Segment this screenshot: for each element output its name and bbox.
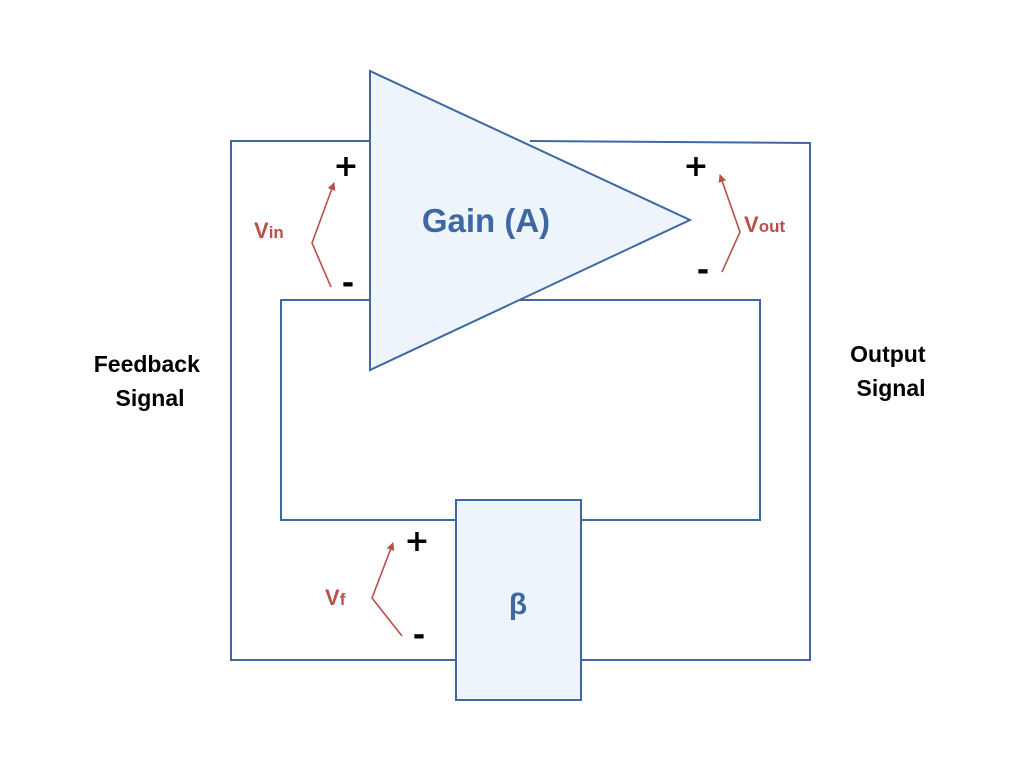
- vf-arrow: [371, 542, 403, 637]
- vin-plus-sign: +: [333, 149, 358, 184]
- vf-label: Vf: [325, 585, 346, 610]
- vin-minus-sign: -: [342, 266, 354, 301]
- inner-loop-wire-left: [280, 299, 456, 521]
- output-signal-label: Output Signal: [850, 341, 932, 401]
- outer-loop-wire: [230, 140, 456, 661]
- amplifier-label: Gain (A): [422, 202, 550, 239]
- vout-plus-sign: +: [683, 149, 708, 184]
- output-loop-wire: [529, 140, 811, 661]
- feedback-label: β: [509, 588, 527, 621]
- vin-label: Vin: [254, 218, 284, 243]
- vout-label: Vout: [744, 212, 785, 237]
- vf-minus-sign: -: [413, 618, 425, 653]
- feedback-block: [455, 499, 582, 701]
- vout-minus-sign: -: [697, 253, 709, 288]
- inner-loop-wire-right: [520, 299, 761, 521]
- vf-plus-sign: +: [404, 524, 429, 559]
- vout-arrow: [718, 174, 741, 273]
- vin-arrow: [311, 182, 336, 288]
- amplifier-block: [369, 69, 693, 372]
- feedback-signal-label: Feedback Signal: [94, 351, 207, 411]
